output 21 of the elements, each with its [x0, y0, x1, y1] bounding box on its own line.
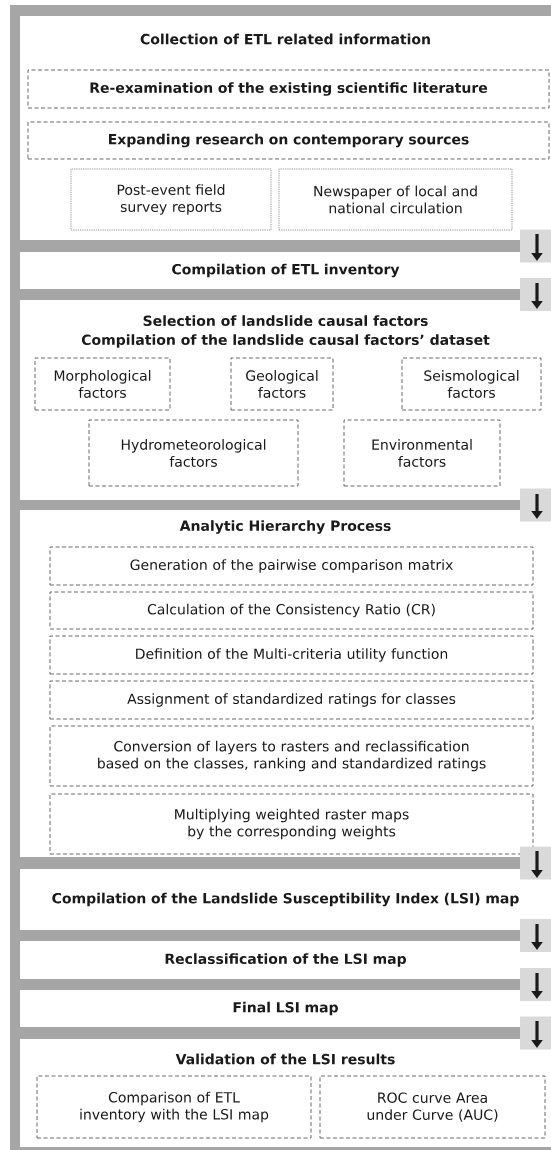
task-box: ROC curve Area under Curve (AUC) [319, 1075, 546, 1139]
step-band: Reclassification of the LSI map [20, 941, 551, 979]
task-box: Definition of the Multi-criteria utility function [49, 635, 534, 675]
task-box: Assignment of standardized ratings for classes [49, 680, 534, 720]
task-box: Hydrometeorological factors [88, 419, 299, 487]
task-box: Environmental factors [343, 419, 501, 487]
step-band: Final LSI map [20, 990, 551, 1027]
task-box: Morphological factors [34, 357, 171, 411]
task-box: Geological factors [230, 357, 334, 411]
task-box: Comparison of ETL inventory with the LSI map [36, 1075, 312, 1139]
task-box: Post-event field survey reports [70, 168, 272, 231]
task-box: Generation of the pairwise comparison matrix [49, 546, 534, 586]
task-box: Calculation of the Consistency Ratio (CR) [49, 591, 534, 630]
step-band: Compilation of ETL inventory [20, 252, 551, 289]
task-box: Multiplying weighted raster maps by the corresponding weights [49, 793, 534, 855]
task-box: Expanding research on contemporary sources [27, 121, 550, 160]
task-box: Conversion of layers to rasters and reclassification based on the classes, ranking and standardized ratings [49, 725, 534, 787]
task-box: Newspaper of local and national circulation [278, 168, 513, 231]
step-band: Compilation of the Landslide Susceptibility Index (LSI) map [20, 869, 551, 930]
task-box: Re-examination of the existing scientific literature [27, 69, 550, 109]
task-box: Seismological factors [401, 357, 542, 411]
